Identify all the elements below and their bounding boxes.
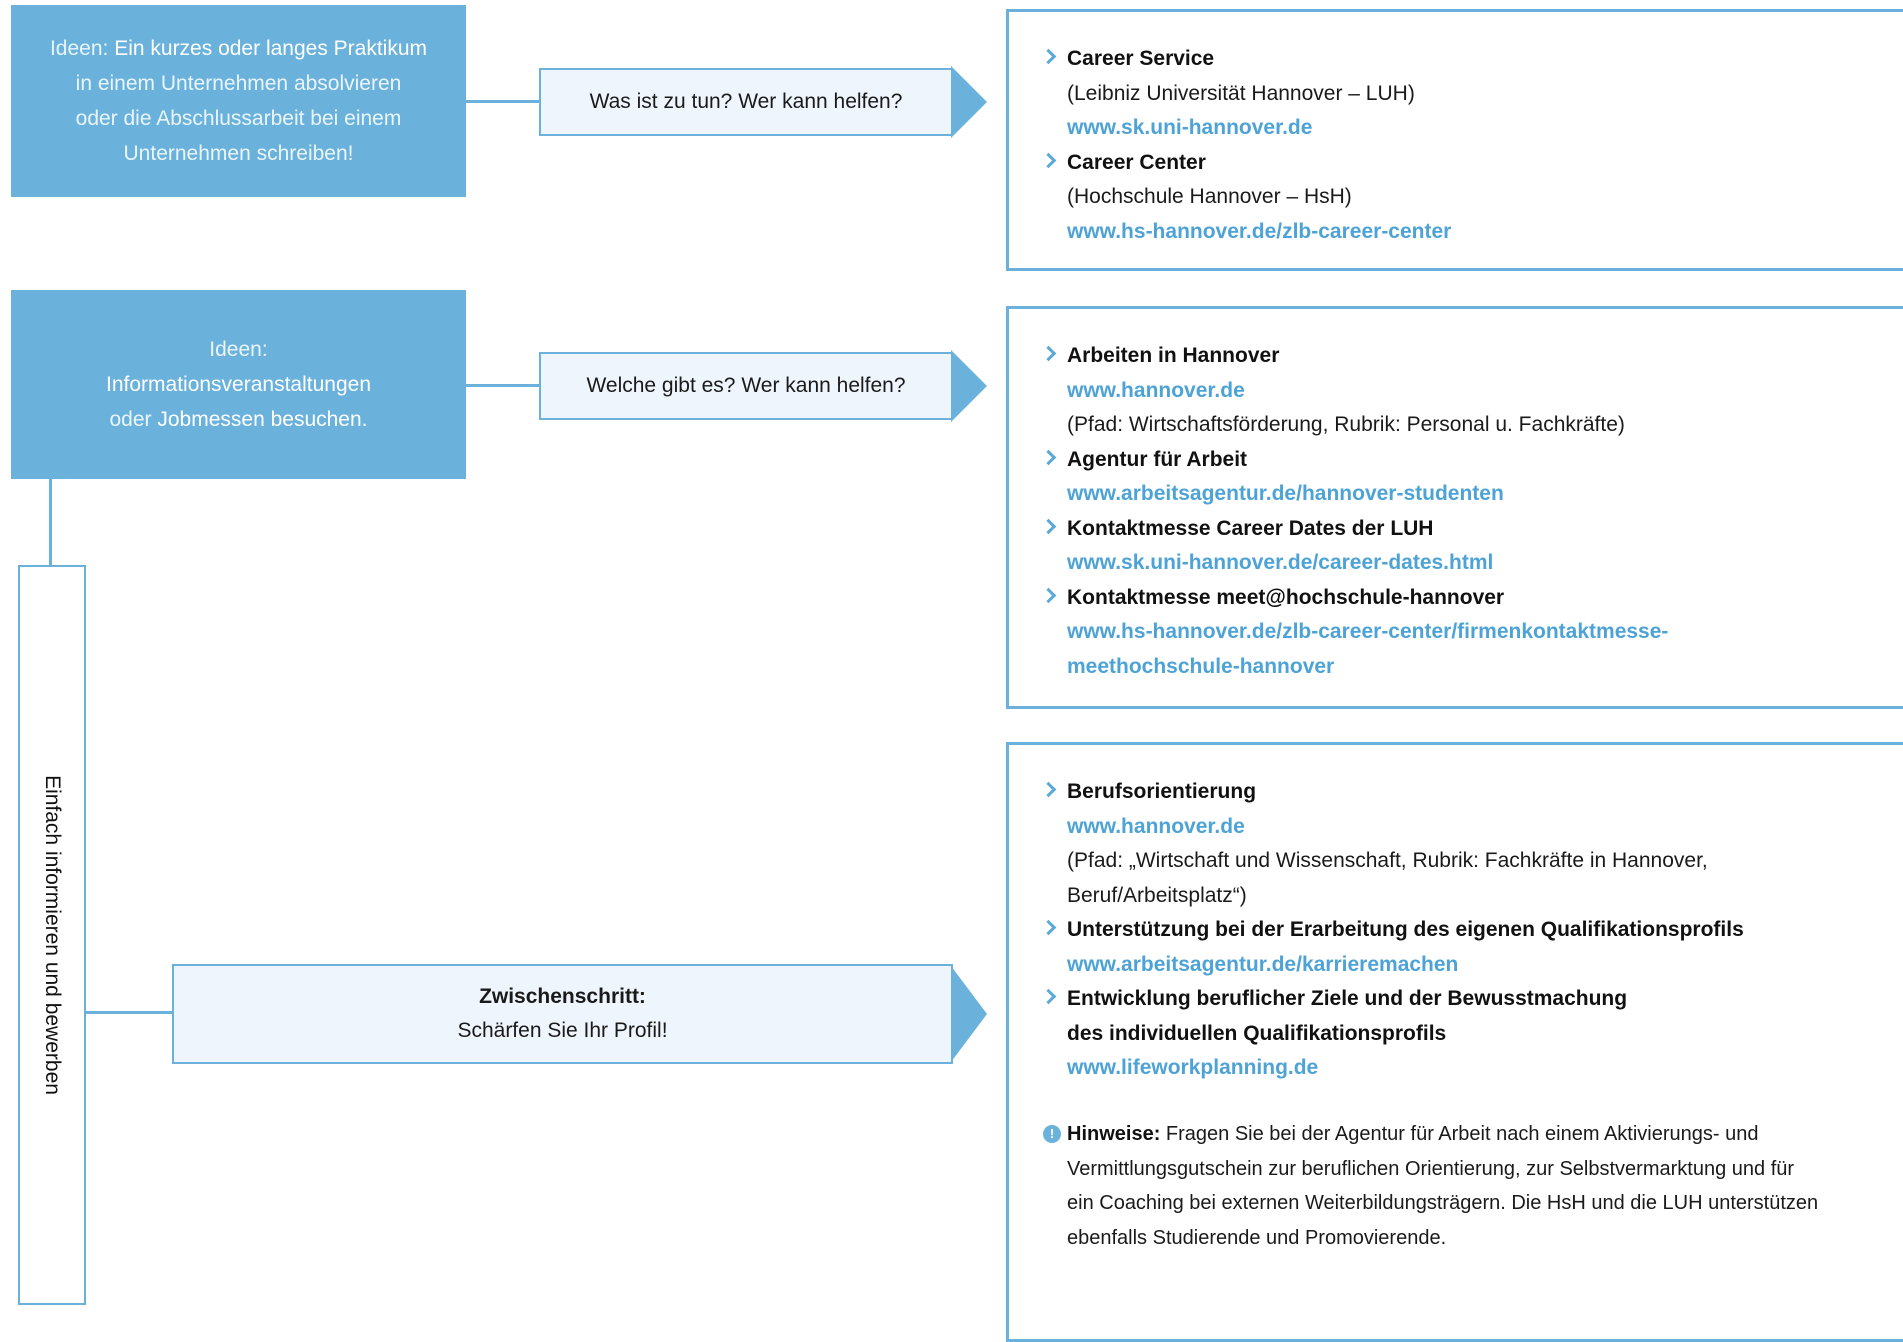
chevron-right-icon — [1040, 48, 1057, 65]
list-item: Agentur für Arbeit www.arbeitsagentur.de… — [1040, 443, 1883, 512]
list-item: Berufsorientierung www.hannover.de (Pfad… — [1040, 775, 1883, 913]
question-box-1: Was ist zu tun? Wer kann helfen? — [539, 68, 953, 136]
list-item: Entwicklung beruflicher Ziele und der Be… — [1040, 982, 1883, 1086]
hint-block: ! Hinweise: Fragen Sie bei der Agentur f… — [1043, 1117, 1863, 1255]
arrow-tip-3 — [951, 966, 987, 1062]
idea-line-4: Unternehmen schreiben! — [123, 142, 354, 165]
list-item: Career Service (Leibniz Universität Hann… — [1040, 42, 1883, 146]
link[interactable]: www.lifeworkplanning.de — [1067, 1056, 1319, 1079]
list-item: Arbeiten in Hannover www.hannover.de (Pf… — [1040, 339, 1883, 443]
link[interactable]: www.hs-hannover.de/zlb-career-center/fir… — [1067, 620, 1669, 643]
idea-box-events: Ideen: Informationsveranstaltungen oder … — [11, 290, 466, 479]
link[interactable]: www.hs-hannover.de/zlb-career-center — [1067, 219, 1452, 243]
list-item: Kontaktmesse Career Dates der LUH www.sk… — [1040, 512, 1883, 581]
chevron-right-icon — [1040, 152, 1057, 168]
link[interactable]: www.hannover.de — [1067, 378, 1245, 402]
link[interactable]: www.arbeitsagentur.de/hannover-studenten — [1067, 482, 1504, 505]
chevron-right-icon — [1040, 518, 1057, 534]
info-icon: ! — [1043, 1125, 1061, 1143]
info-box-2: Arbeiten in Hannover www.hannover.de (Pf… — [1006, 306, 1903, 709]
connector-line-3 — [86, 1011, 174, 1014]
question-box-3: Zwischenschritt: Schärfen Sie Ihr Profil… — [172, 964, 953, 1064]
chevron-right-icon — [1040, 988, 1057, 1005]
info-box-3: Berufsorientierung www.hannover.de (Pfad… — [1006, 742, 1903, 1342]
chevron-right-icon — [1040, 781, 1057, 798]
question-box-2: Welche gibt es? Wer kann helfen? — [539, 352, 953, 420]
idea-line-3: oder die Abschlussarbeit bei einem — [75, 107, 402, 130]
idea-box-praktikum: Ideen: Ein kurzes oder langes Praktikum … — [11, 5, 466, 197]
link[interactable]: meethochschule-hannover — [1067, 654, 1335, 678]
link[interactable]: www.sk.uni-hannover.de/career-dates.html — [1067, 551, 1494, 574]
chevron-right-icon — [1040, 449, 1057, 465]
link[interactable]: www.hannover.de — [1067, 814, 1245, 838]
list-item: Kontaktmesse meet@hochschule-hannover ww… — [1040, 581, 1883, 685]
arrow-tip-1 — [951, 66, 987, 138]
chevron-right-icon — [1040, 919, 1057, 936]
chevron-right-icon — [1040, 587, 1057, 603]
idea-line-2: in einem Unternehmen absolvieren — [75, 72, 402, 95]
idea-line-3: oder Jobmessen besuchen. — [109, 408, 368, 431]
info-box-1: Career Service (Leibniz Universität Hann… — [1006, 9, 1903, 271]
arrow-tip-2 — [951, 350, 987, 422]
connector-line-2 — [466, 384, 540, 387]
idea-line-2: Informationsveranstaltungen — [106, 373, 371, 396]
link[interactable]: www.arbeitsagentur.de/karrieremachen — [1067, 952, 1459, 976]
chevron-right-icon — [1040, 345, 1057, 362]
list-item: Career Center (Hochschule Hannover – HsH… — [1040, 146, 1883, 250]
connector-line-1 — [466, 100, 540, 103]
list-item: Unterstützung bei der Erarbeitung des ei… — [1040, 913, 1883, 982]
idea-line-1: Ideen: Ein kurzes oder langes Praktikum — [49, 37, 428, 60]
idea-line-1: Ideen: — [209, 338, 268, 361]
side-label-box: Einfach informieren und bewerben — [18, 565, 86, 1305]
spine-line — [49, 479, 52, 565]
link[interactable]: www.sk.uni-hannover.de — [1067, 116, 1313, 139]
side-label: Einfach informieren und bewerben — [41, 775, 64, 1095]
